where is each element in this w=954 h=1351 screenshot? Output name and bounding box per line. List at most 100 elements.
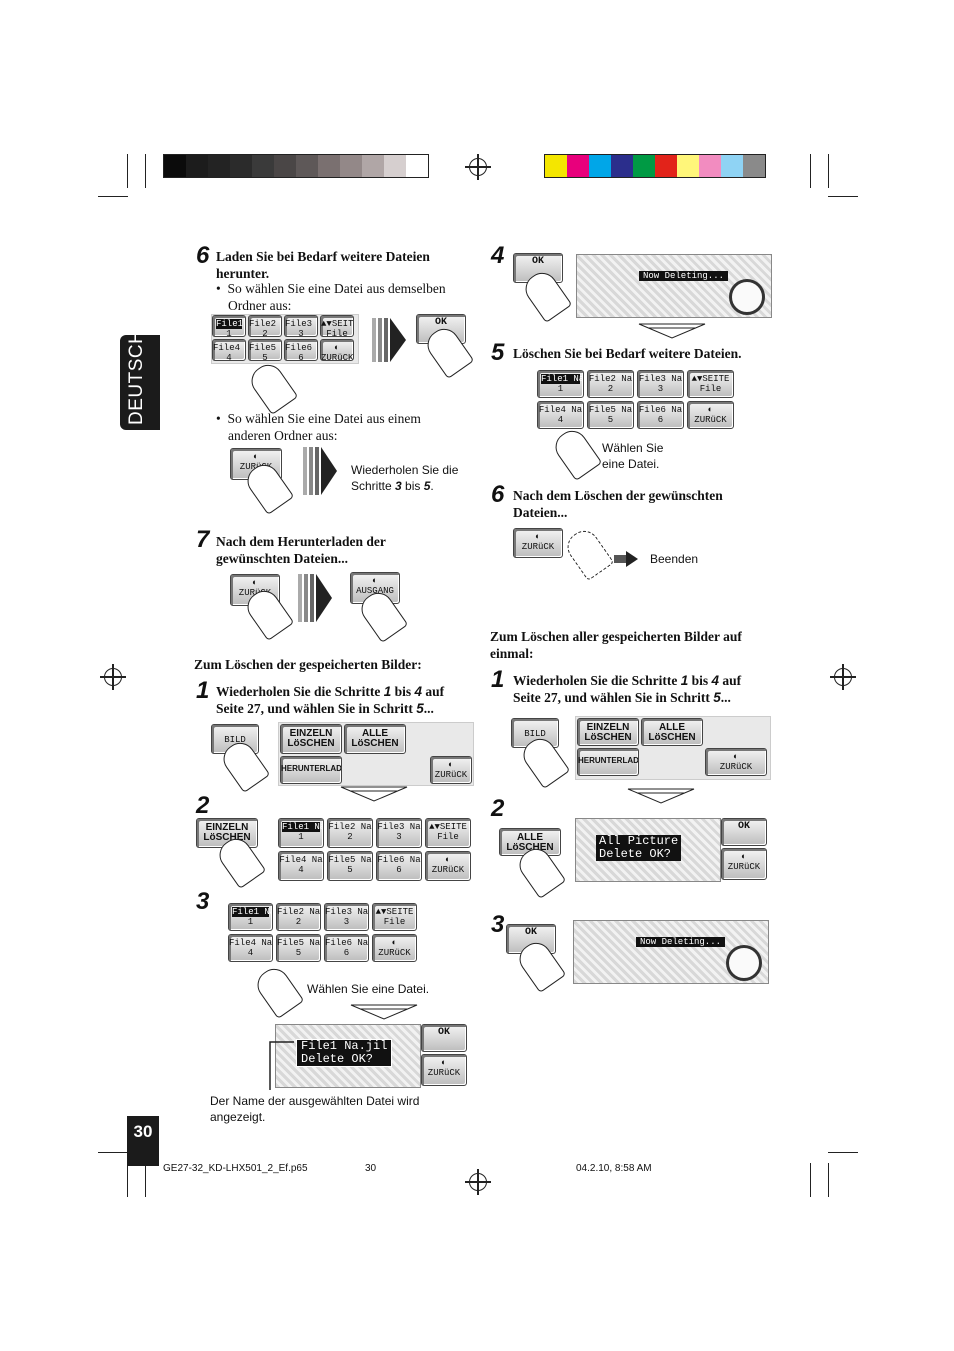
zuruck-button[interactable]: ◐ZURüCK bbox=[430, 756, 472, 784]
zuruck-button[interactable]: ◐ZURüCK bbox=[513, 528, 563, 558]
zuruck-button[interactable]: ◐ZURüCK bbox=[425, 851, 471, 881]
file-button[interactable]: File6 Na6 bbox=[284, 339, 318, 361]
crop-mark bbox=[145, 154, 146, 188]
step-number: 2 bbox=[196, 792, 210, 819]
ok-button[interactable]: OK bbox=[721, 818, 767, 846]
gray-color-bar bbox=[163, 154, 429, 178]
striped-arrow-icon bbox=[303, 447, 337, 495]
file-button[interactable]: File2 Na2 bbox=[248, 315, 282, 337]
step-title: Wiederholen Sie die Schritte 1 bis 4 auf… bbox=[216, 684, 445, 716]
step-number: 7 bbox=[196, 526, 210, 553]
bullet-text: • So wählen Sie eine Datei aus demselben… bbox=[216, 281, 446, 313]
ausgang-button[interactable]: ◐AUSGANG bbox=[350, 572, 400, 604]
zuruck-button[interactable]: ◐ZURüCK bbox=[320, 339, 354, 361]
step-number: 3 bbox=[196, 888, 210, 915]
deleting-screen: Now Deleting... bbox=[576, 254, 772, 318]
file-button[interactable]: File1 Na1 bbox=[212, 315, 246, 337]
crop-mark bbox=[145, 1163, 146, 1197]
color-swatch bbox=[252, 155, 274, 177]
color-swatch bbox=[589, 155, 611, 177]
color-swatch bbox=[743, 155, 765, 177]
crop-mark bbox=[828, 1163, 829, 1197]
color-swatch bbox=[296, 155, 318, 177]
herunterladen-button[interactable]: HERUNTERLADEN bbox=[577, 748, 639, 776]
registration-mark-icon bbox=[830, 664, 856, 690]
crop-mark bbox=[828, 196, 858, 197]
file-button[interactable]: File4 Na4 bbox=[212, 339, 246, 361]
section-heading: Zum Löschen der gespeicherten Bilder: bbox=[194, 657, 422, 672]
section-heading: Zum Löschen aller gespeicherten Bilder a… bbox=[490, 629, 742, 661]
ok-button[interactable]: OK bbox=[421, 1024, 467, 1052]
step-number: 1 bbox=[491, 666, 505, 693]
registration-mark-icon bbox=[100, 664, 126, 690]
page-number: 30 bbox=[127, 1116, 159, 1166]
color-swatch bbox=[340, 155, 362, 177]
down-arrow-icon bbox=[638, 323, 706, 344]
crop-mark bbox=[127, 1163, 128, 1197]
language-tab: DEUTSCH bbox=[120, 330, 160, 430]
clock-icon bbox=[729, 279, 765, 315]
file-button[interactable]: File3 Na3 bbox=[284, 315, 318, 337]
herunterladen-button[interactable]: HERUNTERLADEN bbox=[280, 756, 342, 784]
footer-page: 30 bbox=[365, 1163, 377, 1174]
step-title: Löschen Sie bei Bedarf weitere Dateien. bbox=[513, 346, 742, 361]
zuruck-button[interactable]: ◐ZURüCK bbox=[687, 401, 734, 429]
color-swatch bbox=[611, 155, 633, 177]
finger-press-icon bbox=[251, 962, 305, 1020]
process-color-bar bbox=[544, 154, 766, 178]
down-arrow-icon bbox=[340, 786, 408, 807]
color-swatch bbox=[545, 155, 567, 177]
file-button[interactable]: File5 Na5 bbox=[248, 339, 282, 361]
registration-mark-icon bbox=[465, 154, 491, 180]
color-swatch bbox=[655, 155, 677, 177]
registration-mark-icon bbox=[465, 1169, 491, 1195]
down-arrow-icon bbox=[350, 1004, 418, 1025]
zuruck-button[interactable]: ◐ZURüCK bbox=[705, 748, 767, 776]
zuruck-button[interactable]: ◐ZURüCK bbox=[721, 848, 767, 880]
striped-arrow-icon bbox=[372, 318, 406, 362]
crop-mark bbox=[98, 1152, 128, 1153]
color-swatch bbox=[384, 155, 406, 177]
zuruck-button[interactable]: ◐ZURüCK bbox=[372, 934, 417, 962]
color-swatch bbox=[699, 155, 721, 177]
down-arrow-icon bbox=[627, 788, 695, 809]
crop-mark bbox=[127, 154, 128, 188]
end-label: Beenden bbox=[650, 552, 699, 566]
striped-arrow-icon bbox=[298, 574, 332, 622]
zuruck-button[interactable]: ◐ZURüCK bbox=[421, 1054, 467, 1086]
repeat-caption: Wiederholen Sie die Schritte 3 bis 5. bbox=[351, 463, 459, 493]
footer-file: GE27-32_KD-LHX501_2_Ef.p65 bbox=[163, 1163, 308, 1174]
select-caption: Wählen Sie eine Datei. bbox=[307, 982, 430, 996]
